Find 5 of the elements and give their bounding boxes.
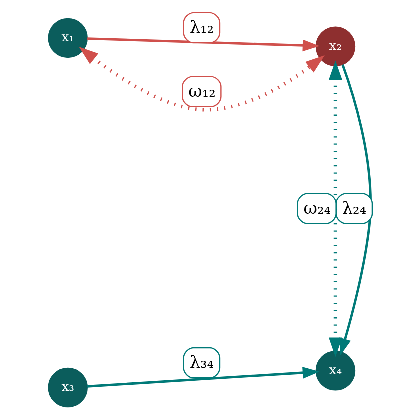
edge-label: λ₃₄ — [190, 352, 214, 372]
edge-label: ω₂₄ — [304, 198, 332, 218]
edge-label: λ₂₄ — [342, 198, 367, 218]
edge-label: λ₁₂ — [190, 17, 214, 38]
edge-label: ω₁₂ — [188, 80, 216, 101]
